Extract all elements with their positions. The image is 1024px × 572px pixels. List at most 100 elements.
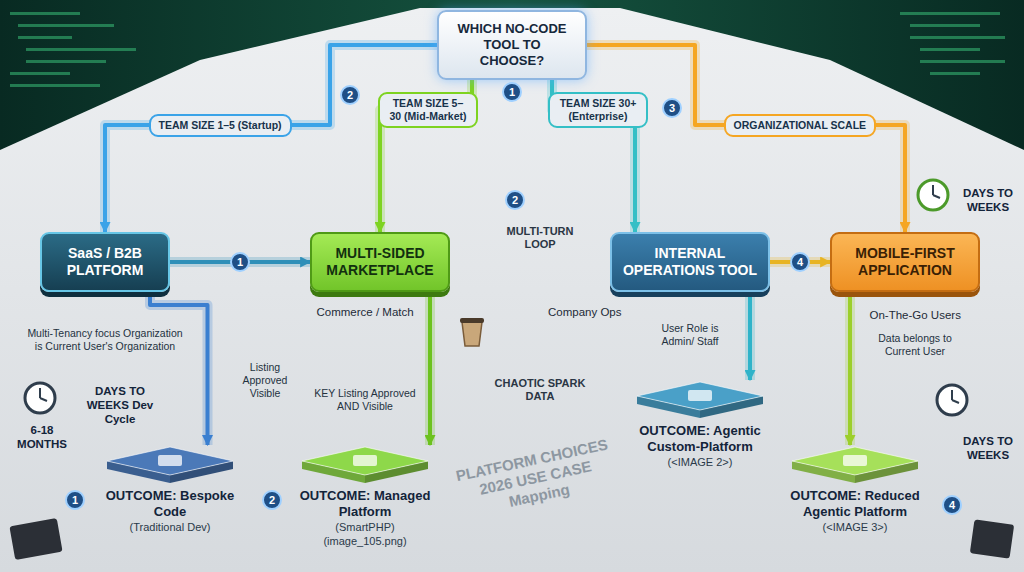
code-line [10, 12, 80, 15]
node-title: MULTI-SIDED MARKETPLACE [322, 245, 438, 279]
code-line [920, 60, 1005, 63]
outcome-tile: OUTCOME: Reduced Agentic Platform(<IMAGE… [780, 445, 930, 536]
outcome-tile: OUTCOME: Agentic Custom-Platform(<IMAGE … [625, 380, 775, 471]
node-title: SaaS / B2B PLATFORM [52, 245, 158, 279]
callout-number: 4 [942, 495, 962, 515]
platform-tile [784, 445, 926, 485]
annotation: KEY Listing Approved AND Visible [310, 387, 420, 413]
code-line [910, 24, 980, 27]
tile-top [792, 447, 918, 475]
coffee-cup [460, 318, 484, 346]
connector-glow [745, 292, 755, 380]
callout-number: 1 [65, 490, 85, 510]
annotation: Data belongs to Current User [865, 332, 965, 358]
tile-top [637, 382, 763, 410]
tile-icon [688, 390, 712, 401]
clock-face [25, 383, 55, 413]
decision-box: WHICH NO-CODE TOOL TO CHOOSE? [437, 10, 587, 80]
platform-tile [294, 445, 436, 485]
callout-number: 4 [790, 252, 810, 272]
annotation: On-The-Go Users [870, 308, 961, 322]
tile-icon [353, 455, 377, 466]
annotation: MULTI-TURN LOOP [500, 225, 580, 251]
callout-number: 2 [340, 85, 360, 105]
outcome-tile: OUTCOME: Bespoke Code(Traditional Dev) [95, 445, 245, 536]
notebook [970, 519, 1014, 558]
category-box: MULTI-SIDED MARKETPLACE [310, 232, 450, 292]
outcome-tile: OUTCOME: Managed Platform(SmartPHP)(imag… [290, 445, 440, 550]
annotation: CHAOTIC SPARK DATA [493, 377, 588, 403]
flow-connector [587, 45, 905, 232]
node-title: INTERNAL OPERATIONS TOOL [622, 245, 758, 279]
flow-connector [150, 292, 208, 445]
cup-body [462, 322, 482, 346]
category-box: INTERNAL OPERATIONS TOOL [610, 232, 770, 292]
node-subtitle: (<IMAGE 2>) [629, 455, 771, 469]
clock-hands [933, 185, 940, 198]
cup-lid [460, 318, 484, 323]
edge-label: ORGANIZATIONAL SCALE [724, 114, 877, 137]
node-subtitle: (image_105.png) [294, 534, 436, 548]
annotation: Company Ops [548, 305, 622, 319]
platform-tile [99, 445, 241, 485]
node-title: MOBILE-FIRST APPLICATION [842, 245, 968, 279]
edge-label: TEAM SIZE 30+ (Enterprise) [548, 92, 648, 128]
code-line [26, 48, 136, 51]
annotation: Multi-Tenancy focus Organization is Curr… [25, 327, 185, 353]
connector-glow [150, 292, 208, 445]
callout-number: 1 [502, 82, 522, 102]
duration-note: DAYS TO WEEKS [958, 186, 1018, 214]
clock-icon [25, 383, 55, 413]
code-line [900, 12, 1000, 15]
code-line [26, 60, 106, 63]
clock-hands [952, 390, 959, 403]
duration-note: 6-18 MONTHS [11, 423, 73, 451]
category-box: SaaS / B2B PLATFORM [40, 232, 170, 292]
connector-glow [425, 292, 435, 445]
annotation: Commerce / Match [317, 305, 414, 319]
clock-face [918, 180, 948, 210]
tile-icon [843, 455, 867, 466]
flow-connector [748, 292, 752, 380]
duration-note: DAYS TO WEEKS [958, 434, 1018, 462]
code-line [930, 72, 980, 75]
flow-connector [105, 45, 437, 232]
edge-label: TEAM SIZE 1–5 (Startup) [149, 114, 292, 137]
callout-number: 2 [505, 190, 525, 210]
tile-top [302, 447, 428, 475]
node-title: OUTCOME: Agentic Custom-Platform [629, 423, 771, 455]
category-box: MOBILE-FIRST APPLICATION [830, 232, 980, 292]
callout-number: 3 [662, 98, 682, 118]
platform-tile [629, 380, 771, 420]
clock-face [937, 385, 967, 415]
connector-glow [845, 292, 855, 445]
tile-top [107, 447, 233, 475]
flow-connector [428, 292, 432, 445]
clock-hands [40, 388, 47, 401]
notebook [9, 518, 62, 560]
connector-glow [105, 45, 437, 232]
callout-number: 2 [262, 490, 282, 510]
node-title: OUTCOME: Bespoke Code [99, 488, 241, 520]
node-title: WHICH NO-CODE TOOL TO CHOOSE? [451, 21, 573, 69]
clock-icon [918, 180, 948, 210]
tile-icon [158, 455, 182, 466]
code-line [18, 36, 72, 39]
code-line [18, 24, 114, 27]
table-surface [0, 8, 1024, 572]
node-title: OUTCOME: Managed Platform [294, 488, 436, 520]
edge-label: TEAM SIZE 5–30 (Mid-Market) [378, 92, 478, 128]
duration-note: DAYS TO WEEKS Dev Cycle [84, 384, 156, 426]
node-subtitle: (<IMAGE 3>) [784, 520, 926, 534]
node-subtitle: (SmartPHP) [294, 520, 436, 534]
flow-connector [848, 292, 852, 445]
clock-icon [937, 385, 967, 415]
annotation: Listing Approved Visible [230, 361, 300, 400]
annotation: User Role is Admin/ Staff [655, 322, 725, 348]
callout-number: 1 [230, 252, 250, 272]
code-line [920, 48, 980, 51]
code-line [10, 72, 70, 75]
node-title: OUTCOME: Reduced Agentic Platform [784, 488, 926, 520]
